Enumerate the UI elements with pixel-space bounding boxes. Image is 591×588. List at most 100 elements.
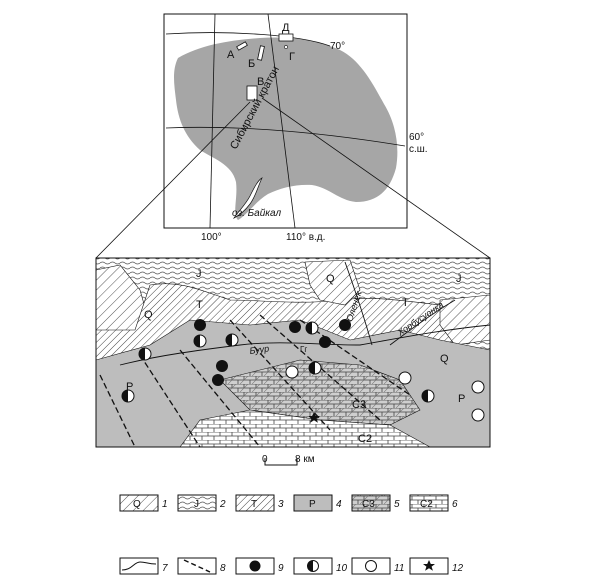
label-p-left: P [126, 381, 133, 393]
parallel-70 [165, 32, 331, 47]
legend-num-3: 3 [278, 499, 284, 510]
area-d-box [278, 33, 294, 42]
lon-110-label: 110° в.д. [286, 232, 325, 243]
label-t-right: T [402, 297, 409, 309]
legend-swatch-c2 [409, 494, 449, 512]
fault-line [139, 354, 201, 447]
detail-frame [95, 257, 491, 448]
lon-100-label: 100° [201, 232, 222, 243]
legend-swatch-q [119, 494, 159, 512]
filled-dot-icon [249, 560, 261, 572]
river-buur [119, 324, 490, 366]
label-q-center: Q [326, 273, 335, 285]
label-j-left: J [196, 268, 202, 280]
legend-code-t: T [251, 499, 257, 510]
empty-dots [285, 365, 485, 422]
legend-num-8: 8 [220, 563, 226, 574]
legend-num-6: 6 [452, 499, 458, 510]
projection-line-left [95, 101, 251, 259]
projection-line-right [261, 97, 491, 259]
siberian-craton-area [174, 37, 398, 220]
half-dots [121, 321, 435, 403]
meridian-100 [209, 13, 216, 229]
unit-q-center [304, 259, 361, 306]
scale-bar-line [264, 458, 298, 466]
lat-60-label: 60° [409, 132, 424, 143]
area-label-v: В [257, 76, 264, 88]
label-q-right: Q [440, 353, 449, 365]
label-t-left: T [196, 299, 203, 311]
area-label-b: Б [248, 58, 255, 70]
river-label-buur: Буур [249, 343, 270, 356]
fault-lines [99, 314, 411, 447]
fault-line [179, 349, 261, 447]
lat-70-label: 70° [330, 41, 345, 52]
detail-map: J J Q Q Q T T P P C3 C2 Буур Оленек Хорб… [95, 257, 491, 448]
unit-q-right [439, 294, 490, 346]
scale-bar: 0 8 км [262, 454, 315, 466]
legend-swatch-fault [177, 557, 217, 575]
legend-code-j: J [194, 499, 199, 510]
legend-code-q: Q [133, 499, 141, 510]
star-icon [423, 560, 435, 571]
legend-num-10: 10 [336, 563, 348, 574]
area-label-g: Г [289, 51, 295, 63]
half-dot [421, 389, 435, 403]
fault-line [99, 374, 136, 447]
half-dot [121, 389, 135, 403]
fault-line [229, 319, 331, 431]
fault-line-icon [183, 559, 211, 573]
area-label-a: А [227, 49, 235, 61]
label-c3: C3 [352, 399, 366, 411]
empty-dot [471, 380, 485, 394]
contact-line-icon [121, 561, 157, 571]
half-dot [225, 333, 239, 347]
legend: Q 1 J 2 T 3 P 4 C3 5 C2 6 7 8 9 10 11 [119, 494, 464, 575]
label-c2: C2 [358, 433, 372, 445]
filled-dot [339, 319, 351, 331]
legend-swatch-p [293, 494, 333, 512]
scale-value: 8 км [295, 454, 315, 465]
filled-dot [194, 319, 206, 331]
legend-swatch-t [235, 494, 275, 512]
filled-dots [194, 319, 351, 386]
legend-swatch-c3 [351, 494, 391, 512]
empty-dot [471, 408, 485, 422]
lake-label: оз. Байкал [232, 208, 281, 219]
legend-code-p: P [309, 499, 316, 510]
legend-num-11: 11 [394, 563, 404, 574]
parallel-60 [165, 126, 406, 147]
filled-dot [212, 374, 224, 386]
lat-60-suffix: с.ш. [409, 144, 428, 155]
label-j-right: J [456, 273, 462, 285]
half-dot [308, 361, 322, 375]
lake-baikal [232, 177, 263, 219]
legend-num-9: 9 [278, 563, 284, 574]
inset-map: А Б В Г Д 70° 60° с.ш. 100° 110° в.д. Си… [163, 13, 428, 243]
area-label-d: Д [282, 22, 290, 34]
half-dot [305, 321, 319, 335]
legend-num-2: 2 [219, 499, 226, 510]
river-olenek [344, 261, 373, 346]
half-dot [193, 334, 207, 348]
river-khorbusuonka [389, 299, 456, 346]
empty-dot [285, 365, 299, 379]
filled-dot [289, 321, 301, 333]
label-p-right: P [458, 393, 465, 405]
area-b-box [257, 45, 265, 61]
legend-swatch-j [177, 494, 217, 512]
empty-dot-icon [365, 560, 377, 572]
legend-num-1: 1 [162, 499, 168, 510]
empty-dot [398, 371, 412, 385]
area-g-dot [284, 45, 288, 49]
legend-swatch-contact [119, 557, 159, 575]
half-dot-icon-fill [307, 560, 313, 572]
legend-code-c2: C2 [420, 499, 433, 510]
meridian-110 [267, 13, 296, 229]
half-dot [138, 347, 152, 361]
scale-zero: 0 [262, 454, 268, 465]
star-marker [308, 412, 320, 423]
fault-line [299, 319, 411, 396]
filled-dot [216, 360, 228, 372]
